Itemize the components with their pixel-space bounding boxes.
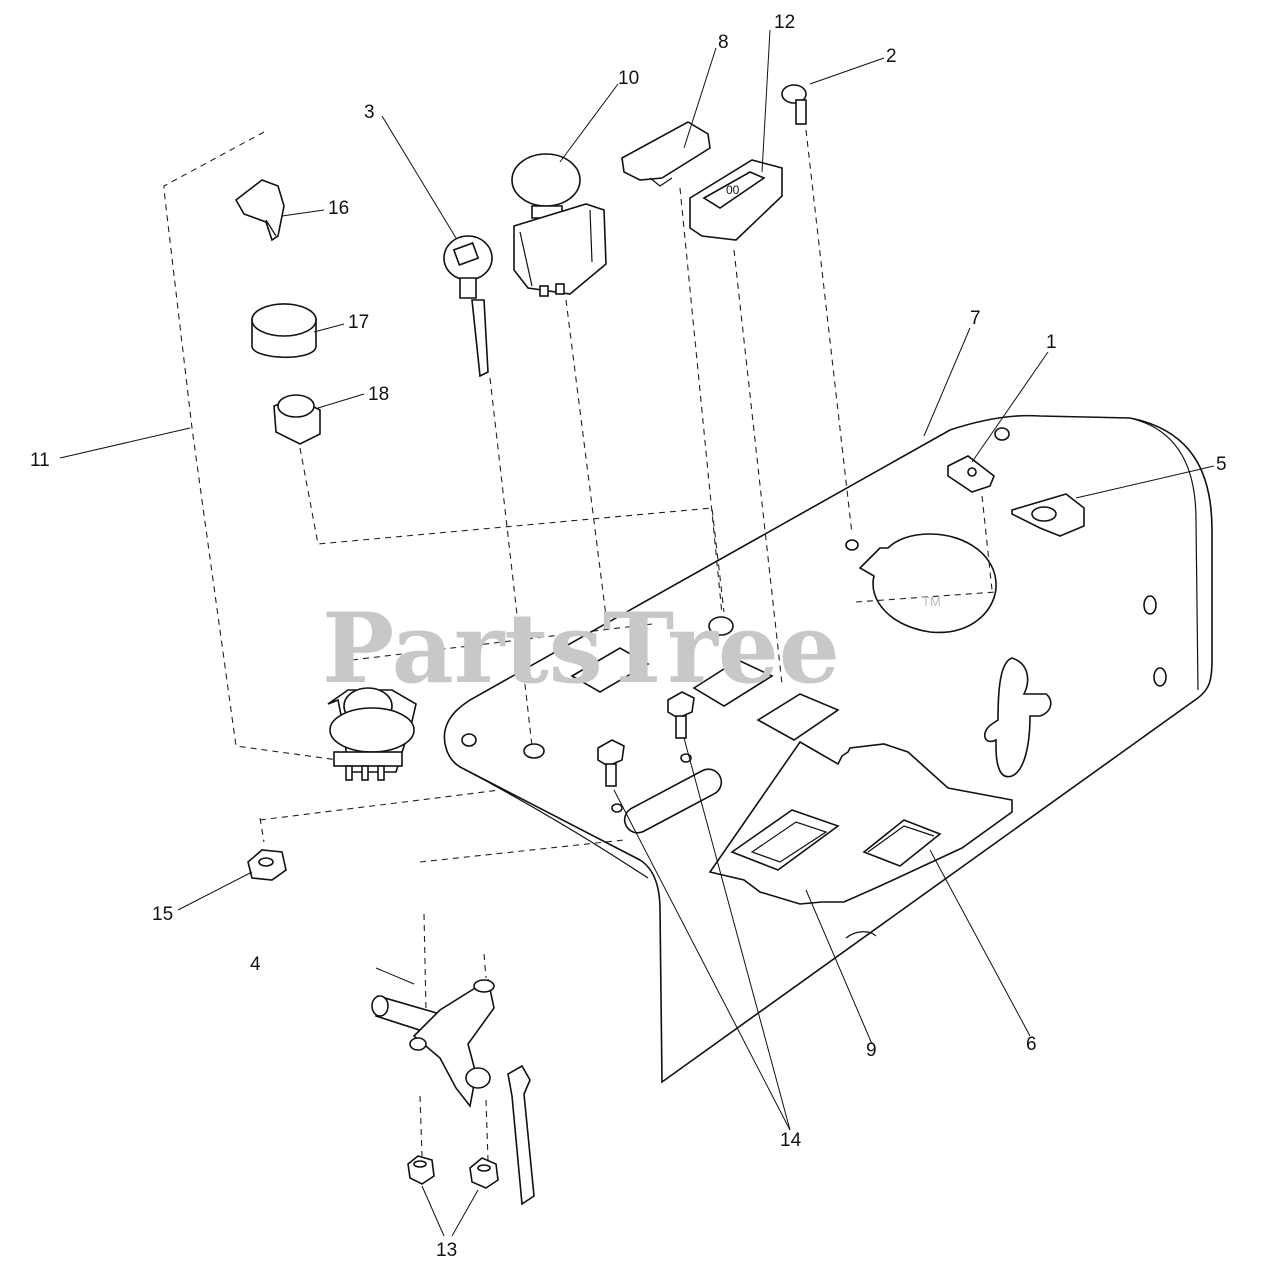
callout-18: 18 bbox=[368, 384, 389, 405]
nut-18 bbox=[273, 394, 321, 445]
keys-16 bbox=[234, 179, 285, 242]
plug-8 bbox=[621, 121, 711, 187]
nut-13b bbox=[469, 1157, 499, 1189]
watermark-tm: TM bbox=[922, 594, 941, 609]
bracket-5 bbox=[1011, 493, 1085, 537]
callout-7: 7 bbox=[970, 308, 981, 329]
callout-16: 16 bbox=[328, 198, 349, 219]
nut-15 bbox=[247, 849, 287, 881]
ignition-switch bbox=[327, 687, 417, 781]
callout-13: 13 bbox=[436, 1240, 457, 1261]
callout-3: 3 bbox=[364, 102, 375, 123]
callout-14: 14 bbox=[780, 1130, 802, 1151]
watermark: PartsTree bbox=[322, 592, 840, 705]
callout-9: 9 bbox=[866, 1040, 877, 1061]
callout-12: 12 bbox=[774, 12, 795, 33]
push-button-3 bbox=[443, 235, 493, 378]
lever-4 bbox=[371, 978, 535, 1206]
callout-17: 17 bbox=[348, 312, 369, 333]
callout-5: 5 bbox=[1216, 454, 1227, 475]
callout-8: 8 bbox=[718, 32, 729, 53]
callout-2: 2 bbox=[886, 46, 897, 67]
dash-panel bbox=[443, 414, 1213, 1084]
callout-6: 6 bbox=[1026, 1034, 1037, 1055]
callout-4: 4 bbox=[250, 954, 261, 975]
callout-labels: 1 2 3 4 5 6 7 8 9 10 11 12 13 14 15 16 1… bbox=[30, 12, 1227, 1261]
hour-meter-display: 00 bbox=[726, 183, 740, 197]
bolt-14b bbox=[597, 739, 625, 787]
callout-15: 15 bbox=[152, 904, 173, 925]
callout-11: 11 bbox=[30, 450, 50, 471]
pto-switch-10 bbox=[511, 153, 607, 297]
hour-meter-12: 00 bbox=[689, 159, 783, 241]
callout-10: 10 bbox=[618, 68, 639, 89]
cap-17 bbox=[251, 303, 317, 359]
bolt-14a bbox=[667, 691, 695, 739]
clip-1 bbox=[947, 455, 995, 493]
nut-13a bbox=[407, 1155, 435, 1185]
assembly-lines bbox=[163, 129, 997, 1161]
screw-2 bbox=[781, 84, 807, 125]
callout-1: 1 bbox=[1046, 332, 1057, 353]
leader-lines bbox=[59, 29, 1215, 1237]
